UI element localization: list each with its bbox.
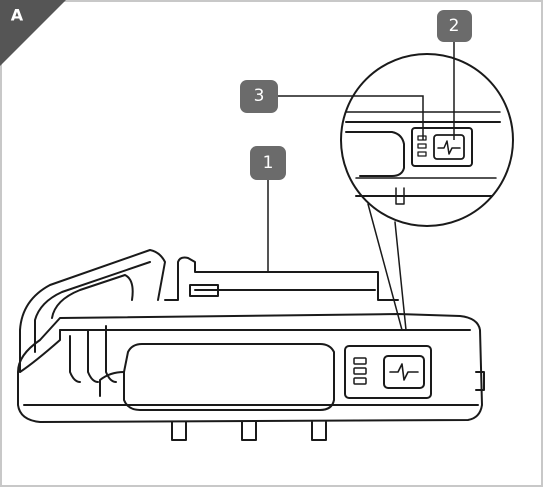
battery-foot-3 bbox=[311, 421, 327, 441]
battery-end-cap bbox=[475, 371, 485, 391]
battery-top-rail bbox=[164, 256, 399, 301]
callout-badge-3-shape bbox=[240, 80, 278, 113]
battery-body bbox=[17, 249, 485, 441]
detail-led-3 bbox=[417, 151, 427, 157]
battery-side-panel-inner bbox=[99, 371, 125, 397]
led-bar-1 bbox=[353, 357, 367, 365]
battery-rail-step bbox=[189, 284, 219, 297]
detail-led-1 bbox=[417, 135, 427, 141]
battery-handle bbox=[19, 249, 166, 373]
battery-rib-1 bbox=[69, 335, 81, 383]
callout-badge-1-shape bbox=[250, 146, 286, 180]
detail-status-button bbox=[433, 134, 465, 160]
battery-housing bbox=[17, 313, 483, 423]
detail-magnifier bbox=[340, 53, 514, 331]
battery-foot-2 bbox=[241, 421, 257, 441]
battery-foot-1 bbox=[171, 421, 187, 441]
callout-badge-2-shape bbox=[437, 10, 472, 42]
callout-badge-3-label: 3 bbox=[254, 86, 265, 106]
detail-circle bbox=[340, 53, 514, 227]
battery-handle-inner bbox=[34, 261, 151, 353]
corner-label: A bbox=[11, 6, 24, 25]
callout-line-3 bbox=[278, 95, 424, 140]
led-bar-3 bbox=[353, 377, 367, 385]
callout-badge-1-label: 1 bbox=[263, 153, 274, 173]
detail-led-2 bbox=[417, 143, 427, 149]
status-button bbox=[383, 355, 425, 389]
detail-status-window bbox=[411, 127, 473, 167]
corner-tab-shape bbox=[0, 0, 66, 66]
led-bar-2 bbox=[353, 367, 367, 375]
detail-leader-right bbox=[394, 221, 407, 331]
detail-foot bbox=[395, 187, 405, 205]
detail-panel bbox=[345, 131, 405, 177]
callout-badge-2: 2 bbox=[437, 10, 472, 42]
callout-badge-1: 1 bbox=[250, 146, 286, 180]
battery-side-panel bbox=[123, 343, 335, 411]
battery-handle-ridge bbox=[51, 274, 134, 319]
battery-rib-2 bbox=[87, 329, 99, 383]
callout-badge-2-label: 2 bbox=[449, 16, 460, 36]
detail-leader-left bbox=[367, 203, 403, 331]
callout-lines bbox=[267, 40, 455, 272]
status-bolt-icon bbox=[389, 363, 419, 381]
detail-bolt-icon bbox=[437, 140, 461, 155]
callout-badge-3: 3 bbox=[240, 80, 278, 113]
battery-rib-3 bbox=[105, 325, 117, 383]
corner-tab: A bbox=[0, 0, 66, 66]
battery-front-slope bbox=[19, 329, 61, 373]
status-window bbox=[344, 345, 432, 399]
